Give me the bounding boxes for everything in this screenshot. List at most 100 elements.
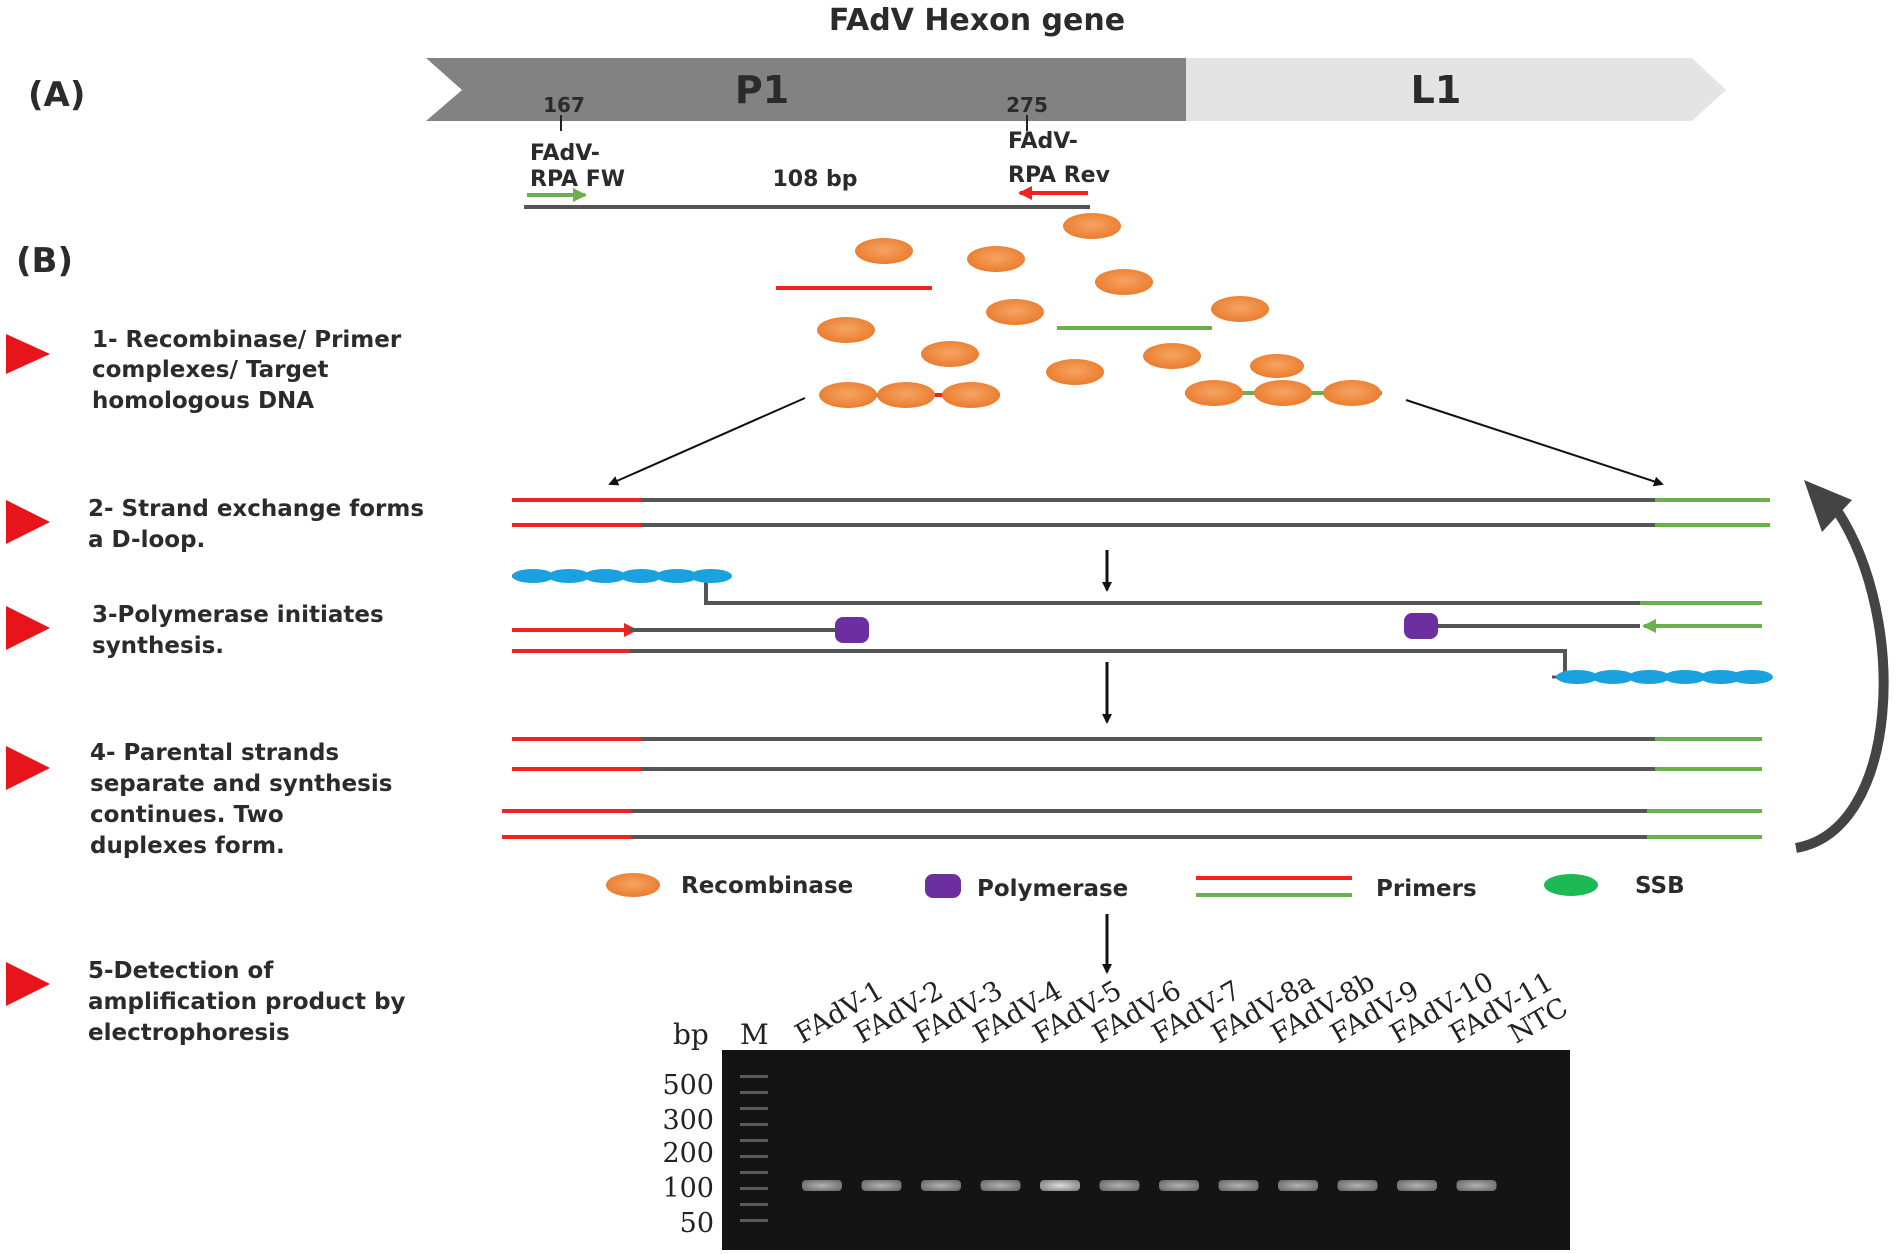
step-3-line-1: 3-Polymerase initiates: [92, 602, 384, 628]
step-1-line-1: 1- Recombinase/ Primer: [92, 327, 402, 353]
recombinase: [986, 299, 1044, 325]
ladder-band: [740, 1155, 768, 1158]
recombinase-primer-complex-green: [1185, 380, 1382, 406]
sample-band: [980, 1180, 1021, 1191]
ssb-proteins-right: [1556, 670, 1773, 684]
step-2-line-1: 2- Strand exchange forms: [88, 496, 424, 522]
recombinase: [1143, 343, 1201, 369]
recombinase: [1046, 359, 1104, 385]
step-3-line-2: synthesis.: [92, 633, 224, 659]
region-p1-label: P1: [735, 68, 789, 112]
sample-band: [921, 1180, 961, 1191]
synthesis-structure: [512, 569, 1773, 684]
step-1-line-2: complexes/ Target: [92, 357, 329, 383]
recombinase: [1095, 269, 1153, 295]
complex-to-dloop-arrow-left: [608, 397, 806, 486]
legend-ssb-swatch: [1544, 874, 1598, 896]
sample-band: [1099, 1180, 1140, 1191]
ladder-band: [740, 1107, 768, 1110]
step-marker: [6, 334, 50, 374]
sample-bands: [802, 1180, 1497, 1191]
ladder-band: [740, 1075, 768, 1078]
recombinase-primer-complex-red: [819, 382, 1000, 408]
ladder-band: [740, 1091, 768, 1094]
step-labels: 1- Recombinase/ Primer complexes/ Target…: [6, 327, 424, 1046]
legend-primers-label: Primers: [1376, 876, 1477, 902]
cycle-arrow: [1795, 480, 1889, 853]
ladder-bands: [740, 1075, 768, 1222]
two-duplexes: [502, 737, 1762, 839]
recombinase: [1063, 213, 1121, 239]
complex-to-dloop-arrow-right: [1405, 399, 1664, 487]
gel-background: [722, 1050, 1570, 1250]
polymerase: [835, 617, 869, 643]
step-5-line-1: 5-Detection of: [88, 958, 274, 984]
step-4-line-2: separate and synthesis: [90, 771, 392, 797]
ladder-band: [740, 1219, 768, 1222]
ssb-proteins-left: [512, 569, 732, 583]
panel-b-label: (B): [16, 241, 73, 281]
recombinase: [855, 238, 913, 264]
ladder-label: 100: [662, 1173, 714, 1204]
ladder-label: 300: [662, 1105, 714, 1136]
ladder-band: [740, 1139, 768, 1142]
panel-a-label: (A): [28, 75, 85, 115]
sample-band: [1337, 1180, 1378, 1191]
step-4-line-1: 4- Parental strands: [90, 740, 339, 766]
sample-band: [802, 1180, 842, 1191]
ladder-label: 50: [680, 1208, 714, 1239]
position-start-label: 167: [543, 93, 585, 117]
legend-recombinase-swatch: [606, 873, 660, 897]
ladder-label: 500: [662, 1070, 714, 1101]
position-end-label: 275: [1006, 93, 1048, 117]
ladder-band: [740, 1203, 768, 1206]
step-marker: [6, 606, 50, 650]
ladder-label: 200: [662, 1138, 714, 1169]
rev-primer-label-2: RPA Rev: [1008, 163, 1111, 188]
ladder-band: [740, 1171, 768, 1174]
step-1-line-3: homologous DNA: [92, 388, 314, 414]
gene-region-l1: [1186, 58, 1726, 121]
sample-band: [1456, 1180, 1497, 1191]
recombinase: [817, 317, 875, 343]
legend-polymerase-label: Polymerase: [977, 876, 1128, 902]
step-4-line-4: duplexes form.: [90, 833, 285, 859]
step-5-line-3: electrophoresis: [88, 1020, 290, 1046]
legend-ssb-label: SSB: [1635, 873, 1685, 899]
free-recombinases: [817, 213, 1304, 385]
amplicon-size-label: 108 bp: [772, 167, 857, 192]
recombinase: [921, 341, 979, 367]
gene-region-p1: [426, 58, 1186, 121]
step-marker: [6, 746, 50, 790]
recombinase: [1211, 296, 1269, 322]
step-4-line-3: continues. Two: [90, 802, 284, 828]
fw-primer-label-1: FAdV-: [530, 141, 600, 166]
electrophoresis-gel: bp M FAdV-1FAdV-2FAdV-3FAdV-4FAdV-5FAdV-…: [662, 966, 1573, 1250]
legend-recombinase-label: Recombinase: [681, 873, 853, 899]
step-5-line-2: amplification product by: [88, 989, 406, 1015]
sample-band: [1397, 1180, 1437, 1191]
sample-band: [1278, 1180, 1318, 1191]
step-2-line-2: a D-loop.: [88, 527, 205, 553]
ladder-band: [740, 1187, 768, 1190]
legend: Recombinase Polymerase Primers SSB: [606, 873, 1685, 902]
ladder-band: [740, 1123, 768, 1126]
dloop-duplex: [512, 498, 1770, 527]
polymerase: [1404, 613, 1438, 639]
figure-title: FAdV Hexon gene: [829, 3, 1125, 38]
bp-label: bp: [673, 1018, 709, 1051]
sample-band: [1040, 1180, 1080, 1191]
rev-primer-label-1: FAdV-: [1008, 129, 1078, 154]
recombinase: [967, 246, 1025, 272]
sample-band: [861, 1180, 902, 1191]
sample-band: [1159, 1180, 1199, 1191]
legend-polymerase-swatch: [925, 874, 961, 898]
recombinase: [1250, 354, 1304, 378]
step-marker: [6, 962, 50, 1006]
marker-lane-label: M: [740, 1018, 769, 1051]
lane-labels: FAdV-1FAdV-2FAdV-3FAdV-4FAdV-5FAdV-6FAdV…: [790, 966, 1573, 1050]
fw-primer-label-2: RPA FW: [530, 167, 625, 192]
step-marker: [6, 500, 50, 544]
